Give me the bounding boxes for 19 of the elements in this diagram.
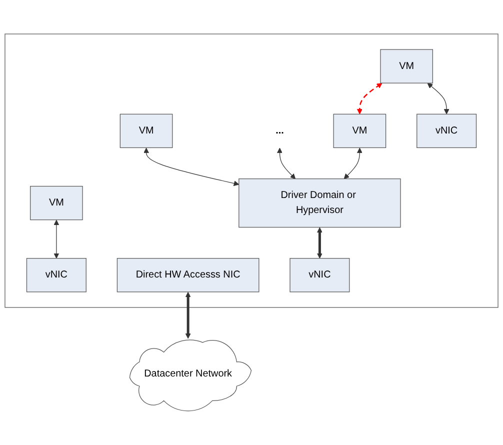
arrow	[316, 227, 322, 259]
node-box: VM	[380, 49, 433, 84]
node-box: vNIC	[416, 114, 477, 148]
node-box: VM	[333, 114, 386, 148]
node-text: ...	[276, 125, 284, 136]
node-box: Driver Domain or Hypervisor	[238, 178, 401, 228]
arrow	[276, 148, 296, 180]
arrow	[185, 292, 191, 339]
node-box: VM	[120, 114, 173, 148]
node-box: vNIC	[26, 258, 86, 292]
arrow	[356, 83, 382, 114]
arrow	[144, 148, 240, 186]
arrow	[427, 83, 450, 114]
node-box: VM	[30, 186, 83, 220]
node-box: Direct HW Accesss NIC	[116, 258, 260, 292]
node-box: vNIC	[290, 258, 350, 292]
cluster	[4, 34, 498, 308]
arrow	[54, 220, 60, 259]
arrow	[344, 148, 362, 180]
